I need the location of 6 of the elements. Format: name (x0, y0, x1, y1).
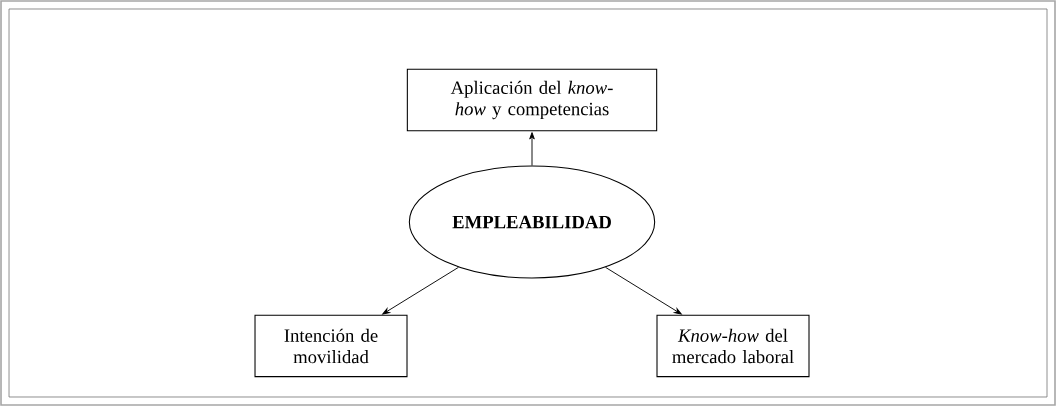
concept-box: Intención de movilidad (254, 314, 408, 378)
arrow (529, 132, 535, 166)
concept-box: Aplicación del know-how y competencias (406, 68, 658, 132)
concept-box: Know-how del mercado laboral (656, 314, 810, 378)
arrow (382, 266, 459, 315)
arrow (605, 266, 682, 315)
